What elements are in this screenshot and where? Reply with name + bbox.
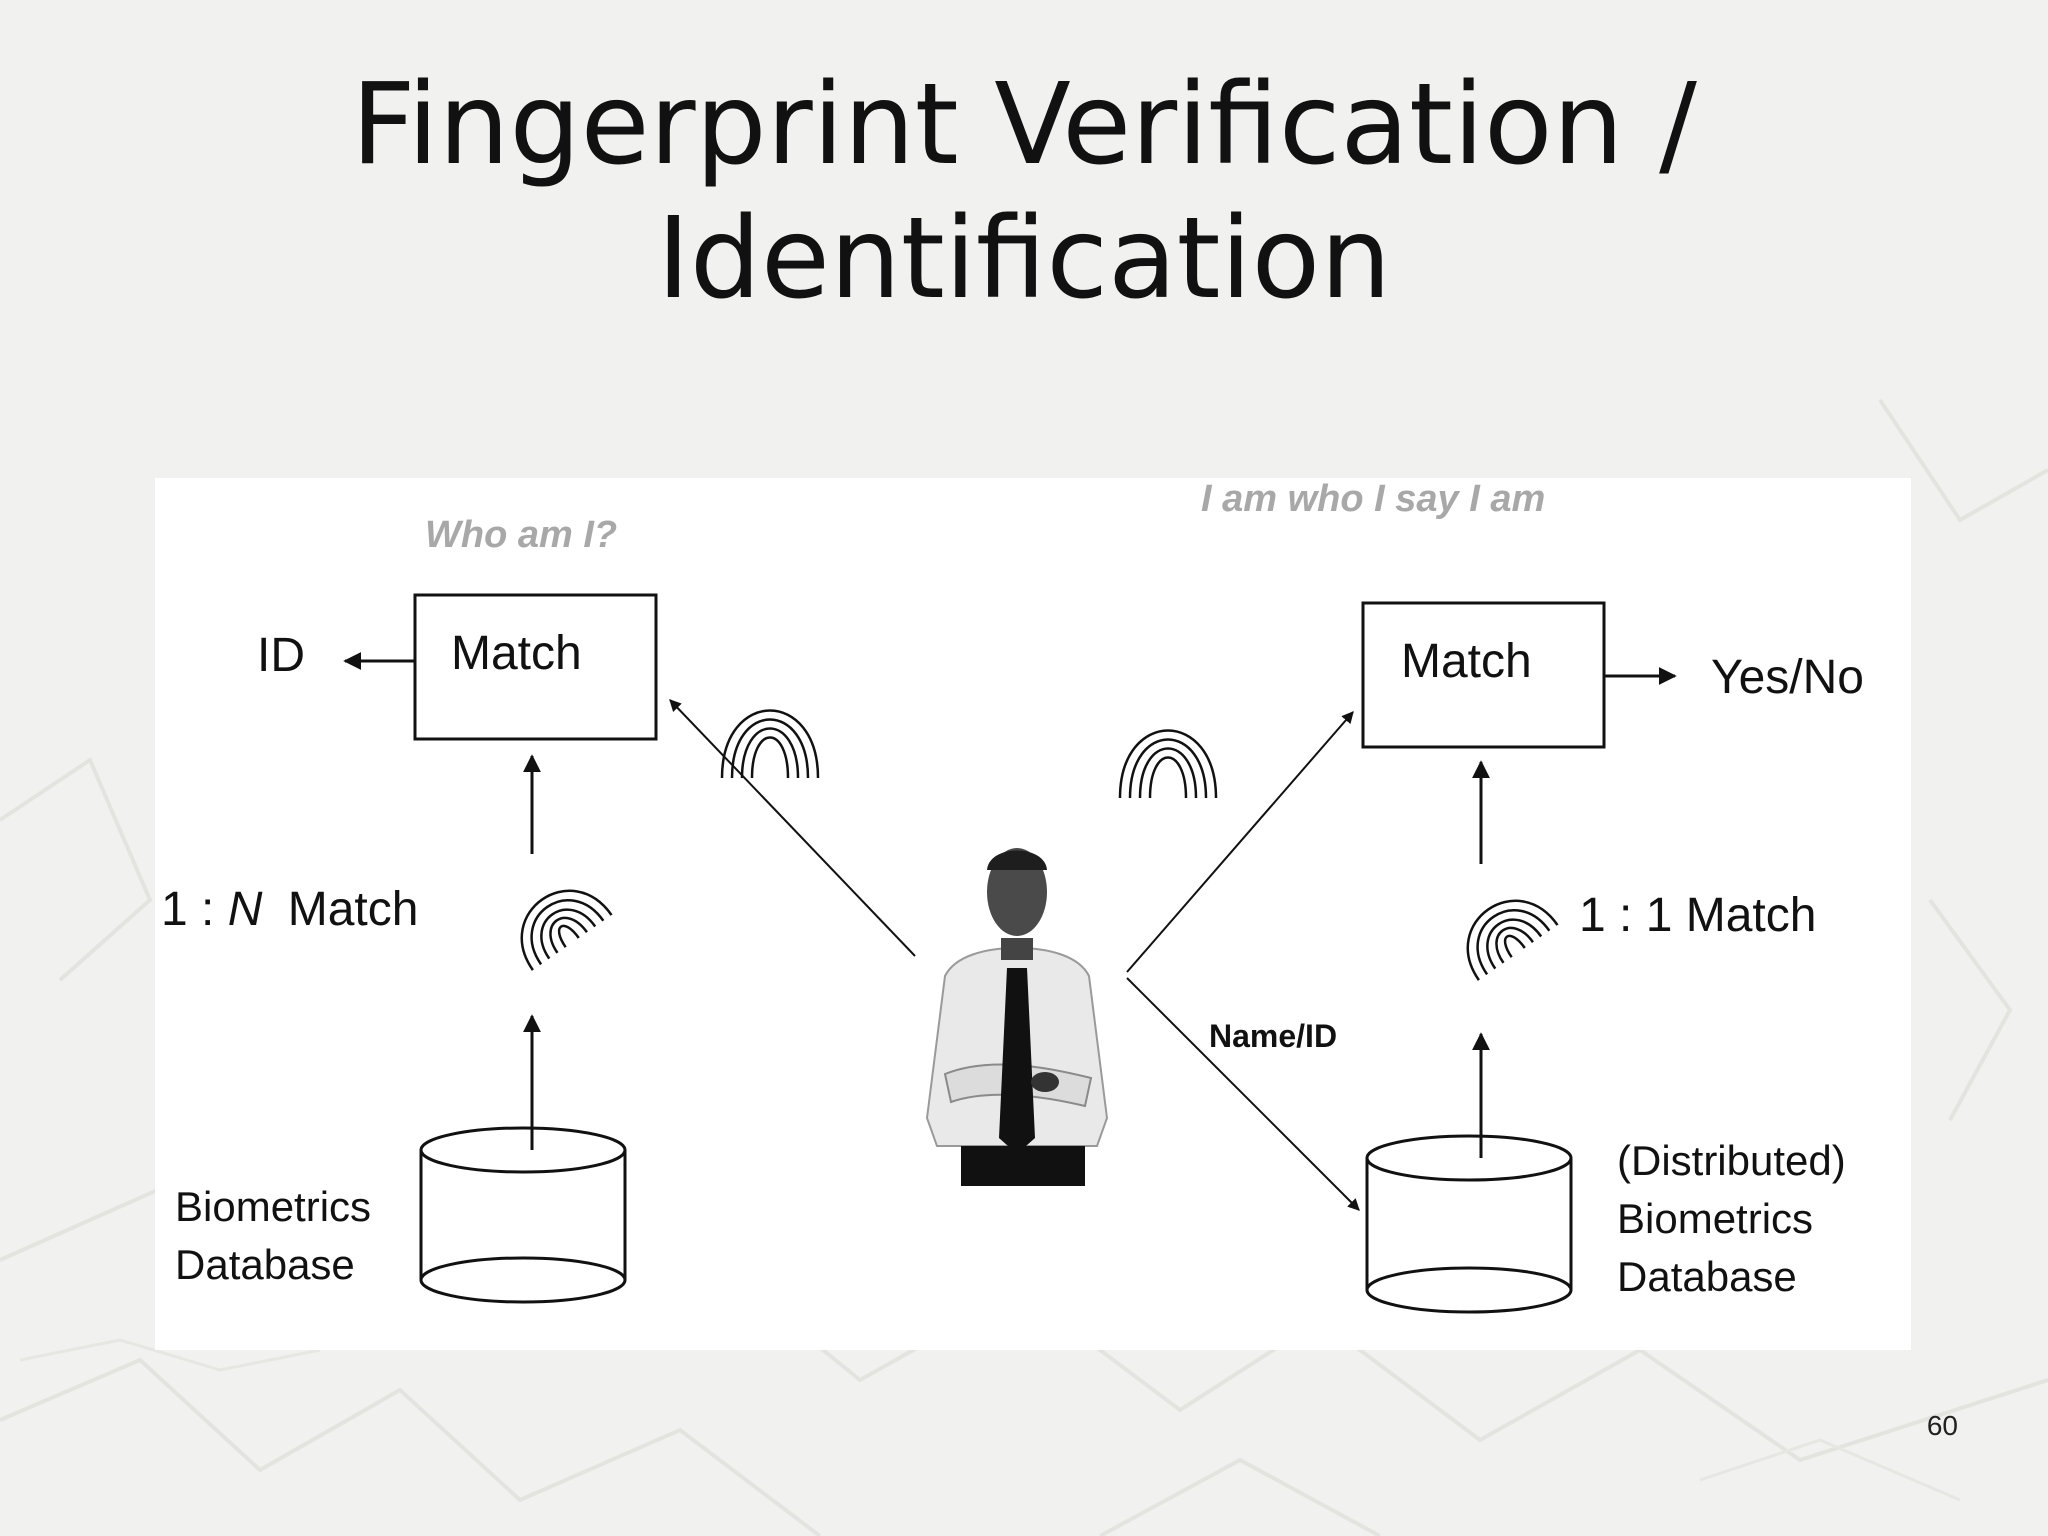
- person-icon: [925, 848, 1109, 1186]
- distributed-database-label: (Distributed) Biometrics Database: [1617, 1132, 1846, 1306]
- one-to-n-match-label: 1 : N Match: [161, 882, 418, 938]
- fingerprint-icon: [1466, 899, 1559, 981]
- one-to-n-prefix: 1 :: [161, 883, 215, 936]
- person-to-verification-arrow: [1126, 711, 1354, 973]
- diagram-graphics: [343, 593, 1677, 1314]
- one-to-one-match-label: 1 : 1 Match: [1579, 889, 1817, 942]
- one-to-n-n: N: [227, 883, 263, 936]
- name-id-label: Name/ID: [1209, 1018, 1338, 1054]
- biometrics-database-line-2: Database: [175, 1241, 355, 1288]
- person-to-identification-arrow: [669, 699, 916, 957]
- fingerprint-icon: [520, 889, 613, 971]
- identification-question: Who am I?: [425, 514, 618, 556]
- one-to-n-suffix: Match: [287, 883, 419, 936]
- biometrics-database-icon: [419, 1126, 627, 1304]
- distributed-database-line-3: Database: [1617, 1253, 1797, 1300]
- fingerprint-icon: [720, 709, 820, 779]
- slide-number: 60: [1926, 1410, 1958, 1441]
- distributed-database-line-1: (Distributed): [1617, 1137, 1846, 1184]
- person-to-database-arrow: [1126, 977, 1360, 1211]
- fingerprint-diagram: Who am I? Match ID 1 : N Match Biometric…: [155, 478, 1911, 1350]
- fingerprint-icon: [1118, 729, 1218, 799]
- identification-match-label: Match: [451, 627, 582, 680]
- slide-title-line-2: Identification: [656, 194, 1392, 324]
- id-output-label: ID: [257, 629, 305, 682]
- slide-title-line-1: Fingerprint Verification /: [351, 60, 1697, 190]
- yes-no-output-label: Yes/No: [1711, 651, 1864, 704]
- distributed-biometrics-database-icon: [1365, 1134, 1573, 1314]
- biometrics-database-label: Biometrics Database: [175, 1178, 371, 1294]
- identification-match-box: [413, 593, 658, 741]
- verification-claim: I am who I say I am: [1201, 478, 1546, 520]
- slide-title: Fingerprint Verification / Identificatio…: [0, 58, 2048, 326]
- distributed-database-line-2: Biometrics: [1617, 1195, 1814, 1242]
- verification-match-label: Match: [1401, 635, 1532, 688]
- biometrics-database-line-1: Biometrics: [175, 1183, 372, 1230]
